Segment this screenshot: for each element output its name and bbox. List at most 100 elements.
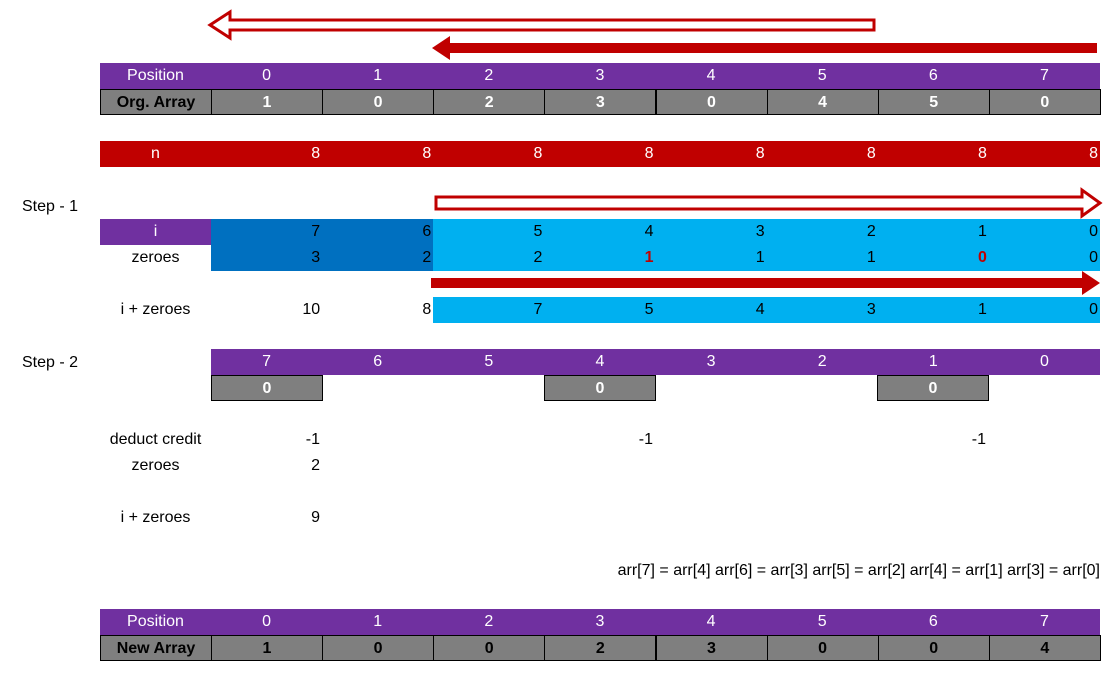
sum-cell: 8 [422,301,432,318]
deduct-credit-label: deduct credit [109,431,202,448]
step2-sum-label: i + zeroes [120,509,191,526]
step2-zeroes-label: zeroes [131,457,180,474]
step2-header-cell: 1 [928,353,938,370]
step2-header-cell: 3 [706,353,716,370]
step2-zero-box: 0 [877,375,989,401]
i-cell: 1 [977,223,987,240]
position-cell: 7 [1039,67,1049,84]
new-array-label: New Array [100,635,212,661]
new-array-cell: 3 [655,635,768,661]
n-cell: 8 [1089,145,1098,162]
zeroes-cell: 1 [644,249,654,266]
zeroes-row-label: zeroes [131,249,180,266]
arrow-right-outline [434,187,1103,219]
top-position-header [100,63,1100,89]
i-cell: 2 [866,223,876,240]
deduct-credit-value: -1 [971,431,986,448]
org-array-cell: 1 [211,89,323,115]
org-array-cell: 3 [544,89,657,115]
sum-cell: 0 [1089,301,1098,318]
position-cell: 3 [595,613,605,630]
step2-label: Step - 2 [21,354,79,371]
n-cell: 8 [977,145,987,162]
i-cell: 0 [1089,223,1098,240]
n-cell: 8 [866,145,876,162]
i-cell: 7 [311,223,321,240]
org-array-cell: 0 [988,89,1101,115]
n-cell: 8 [755,145,765,162]
position-cell: 4 [706,67,716,84]
new-array-cell: 1 [211,635,323,661]
position-cell: 2 [484,613,494,630]
step2-zeroes-value: 2 [311,457,320,474]
step1-light-block [433,219,1100,271]
step1-dark-block [211,219,433,271]
new-array-cell: 0 [877,635,990,661]
sum-cell: 10 [302,301,321,318]
position-cell: 2 [484,67,494,84]
zeroes-cell: 2 [422,249,432,266]
step2-zero-box: 0 [544,375,656,401]
org-array-cell: 0 [322,89,435,115]
position-cell: 1 [373,613,383,630]
zeroes-cell: 2 [533,249,543,266]
assignment-text: arr[7] = arr[4] arr[6] = arr[3] arr[5] =… [617,562,1100,579]
new-array-cell: 0 [322,635,435,661]
arrow-right-solid [431,271,1100,295]
zeroes-cell: 0 [977,249,987,266]
sum-row-label: i + zeroes [120,301,191,318]
top-position-label: Position [127,67,184,84]
n-row-label: n [151,145,160,162]
n-cell: 8 [422,145,432,162]
org-array-cell: 5 [877,89,990,115]
position-cell: 3 [595,67,605,84]
new-array-cell: 2 [544,635,657,661]
zeroes-cell: 1 [755,249,765,266]
new-array-cell: 0 [766,635,879,661]
i-row-label: i [153,223,158,240]
step2-sum-value: 9 [311,509,320,526]
step2-header-band [211,349,1100,375]
i-cell: 3 [755,223,765,240]
org-array-cell: 4 [766,89,879,115]
n-cell: 8 [533,145,543,162]
sum-cell: 7 [533,301,543,318]
new-array-cell: 0 [433,635,546,661]
bottom-position-header [100,609,1100,635]
i-cell: 4 [644,223,654,240]
n-cell: 8 [311,145,321,162]
sum-cell: 1 [977,301,987,318]
position-cell: 7 [1039,613,1049,630]
bottom-position-label: Position [127,613,184,630]
org-array-cell: 2 [433,89,546,115]
i-cell: 6 [422,223,432,240]
deduct-credit-value: -1 [305,431,320,448]
step2-header-cell: 5 [484,353,494,370]
step2-header-cell: 2 [817,353,827,370]
position-cell: 1 [373,67,383,84]
position-cell: 5 [817,613,827,630]
zeroes-cell: 3 [311,249,321,266]
position-cell: 6 [928,67,938,84]
i-cell: 5 [533,223,543,240]
position-cell: 5 [817,67,827,84]
step1-label: Step - 1 [21,198,79,215]
org-array-cell: 0 [655,89,768,115]
position-cell: 0 [262,613,272,630]
i-label-band [100,219,211,245]
sum-cell: 3 [866,301,876,318]
position-cell: 0 [262,67,272,84]
deduct-credit-value: -1 [638,431,653,448]
org-array-label: Org. Array [100,89,212,115]
sum-light-block [433,297,1100,323]
zeroes-cell: 1 [866,249,876,266]
n-row-band [100,141,1100,167]
step2-header-cell: 7 [262,353,272,370]
step2-header-cell: 4 [595,353,605,370]
arrow-left-outline [207,9,876,41]
step2-header-cell: 6 [373,353,383,370]
position-cell: 4 [706,613,716,630]
sum-cell: 4 [755,301,765,318]
n-cell: 8 [644,145,654,162]
